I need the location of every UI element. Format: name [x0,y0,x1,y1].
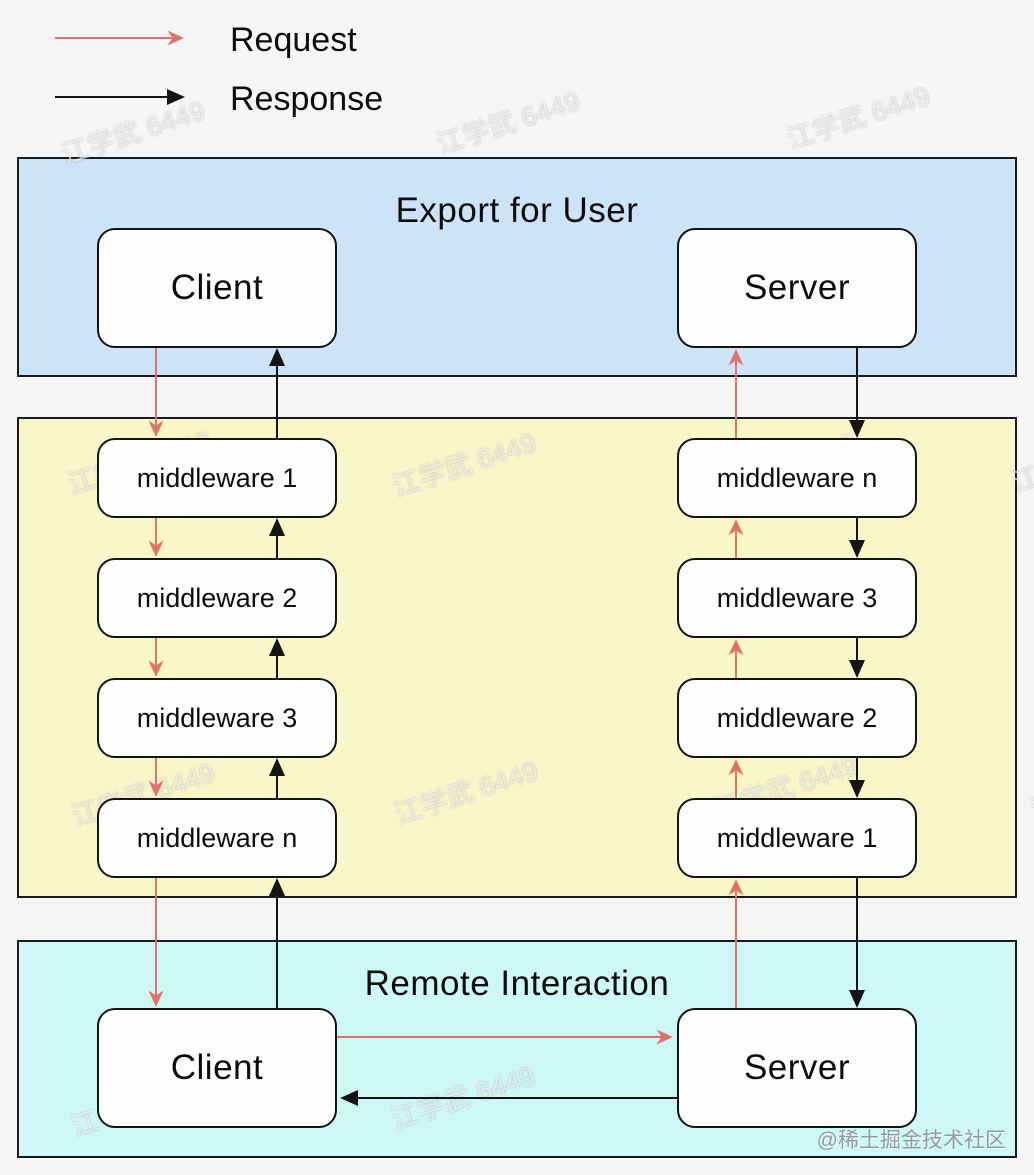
node-middleware-left-n: middleware n [97,798,337,878]
node-middleware-left-n-label: middleware n [136,822,298,853]
node-middleware-right-n: middleware n [677,438,917,518]
legend-request-label: Request [230,21,357,59]
node-middleware-left-2-label: middleware 2 [136,582,298,613]
node-middleware-left-2: middleware 2 [97,558,337,638]
node-middleware-left-3: middleware 3 [97,678,337,758]
node-bottom-server-label: Server [743,1048,851,1087]
node-top-server-label: Server [743,268,851,307]
watermark-tile: 江学武 6449 [783,80,934,156]
node-middleware-right-n-label: middleware n [716,462,878,493]
watermark-tile: 江学武 6449 [1026,751,1034,826]
node-middleware-left-1-label: middleware 1 [136,462,298,493]
node-bottom-server: Server [677,1008,917,1128]
node-middleware-right-2: middleware 2 [677,678,917,758]
node-middleware-right-2-label: middleware 2 [716,702,878,733]
section-export-title: Export for User [395,191,639,230]
node-middleware-right-3-label: middleware 3 [716,582,878,613]
node-middleware-right-1: middleware 1 [677,798,917,878]
node-middleware-left-3-label: middleware 3 [136,702,298,733]
node-top-server: Server [677,228,917,348]
section-remote-title: Remote Interaction [364,964,670,1003]
node-middleware-right-1-label: middleware 1 [716,822,878,853]
node-top-client-label: Client [170,268,264,307]
watermark-tile: 江学武 6449 [433,85,584,161]
node-middleware-left-1: middleware 1 [97,438,337,518]
node-top-client: Client [97,228,337,348]
node-bottom-client: Client [97,1008,337,1128]
node-middleware-right-3: middleware 3 [677,558,917,638]
node-bottom-client-label: Client [170,1048,264,1087]
legend-response-label: Response [230,80,384,118]
